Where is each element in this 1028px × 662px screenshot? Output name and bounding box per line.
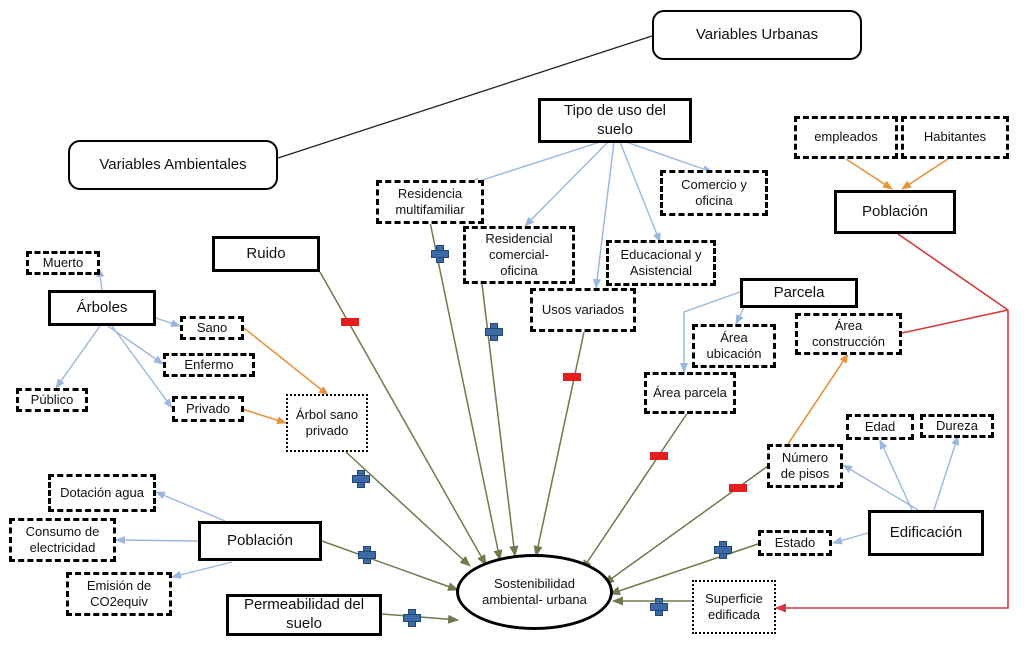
node-privado: Privado [172,396,244,422]
node-consumo-electricidad: Consumo de electricidad [9,518,116,562]
node-sostenibilidad-ambiental-urbana: Sostenibilidad ambiental- urbana [456,554,613,630]
node-edad: Edad [846,414,914,440]
link-tipo-usos [593,141,615,289]
link-tipo-comercio [625,141,713,173]
plus-sign-poblacion [358,546,376,564]
node-area-ubicacion: Área ubicación [692,324,776,368]
link-tipo-educacional [619,141,661,243]
link-estado-sost [609,543,759,596]
plus-sign-permeabilidad [403,609,421,627]
node-edificacion: Edificación [868,510,984,556]
link-parcela-area-parcela [680,291,741,373]
link-edificacion-estado [832,532,869,545]
node-poblacion-left: Población [198,521,322,561]
link-poblacion-dotacion [155,491,226,522]
node-superficie-edificada: Superficie edificada [692,580,776,634]
node-variables-ambientales: Variables Ambientales [68,140,278,190]
node-area-construccion: Área construcción [795,313,902,355]
link-arbol-sost [345,451,471,567]
node-sano: Sano [180,316,244,340]
node-tipo-uso-suelo: Tipo de uso del suelo [538,98,692,143]
node-usos-variados: Usos variados [530,288,636,332]
variables-link [271,35,653,161]
minus-sign-area-parcela [650,452,668,460]
plus-sign-residencial [485,323,503,341]
node-dureza: Dureza [920,414,994,438]
plus-sign-residencia [431,245,449,263]
link-habitantes-poblacion [901,158,949,190]
node-emision-co2: Emisión de CO2equiv [66,572,172,616]
link-tipo-residencial [524,141,609,227]
link-area-parcela-sost [581,411,689,571]
plus-sign-estado [714,541,732,559]
node-arboles: Árboles [48,290,156,326]
minus-sign-ruido [341,318,359,326]
link-parcela-area-ubicacion [735,304,746,325]
node-estado: Estado [758,530,832,556]
node-residencia-multifamiliar: Residencia multifamiliar [376,180,484,224]
plus-sign-arbol [352,470,370,488]
node-publico: Público [16,388,88,412]
node-numero-pisos: Número de pisos [767,444,843,488]
link-arboles-sano [155,317,181,327]
node-dotacion-agua: Dotación agua [48,474,156,512]
link-sano-arbol [243,327,329,396]
link-privado-arbol [241,408,287,425]
node-residencial-comercial-oficina: Residencial comercial- oficina [463,226,575,284]
link-arboles-privado [111,325,173,409]
link-empleados-poblacion [845,158,893,190]
link-edificacion-dureza [933,435,960,511]
link-arboles-publico [55,325,101,389]
node-ruido: Ruido [212,236,320,272]
node-variables-urbanas: Variables Urbanas [652,10,862,60]
link-residencia-sost [429,221,503,561]
node-empleados: empleados [794,116,898,159]
plus-sign-superficie [650,598,668,616]
node-poblacion-top: Población [834,190,956,234]
node-muerto: Muerto [26,251,100,275]
node-educacional-asistencial: Educacional y Asistencial [606,240,716,286]
node-parcela: Parcela [740,278,858,308]
node-comercio-oficina: Comercio y oficina [660,170,768,216]
link-usos-sost [533,331,585,557]
node-arbol-sano-privado: Árbol sano privado [286,394,368,452]
node-habitantes: Habitantes [901,116,1009,159]
minus-sign-usos [563,373,581,381]
node-area-parcela: Área parcela [644,372,736,414]
node-permeabilidad-suelo: Permeabilidad del suelo [226,594,382,636]
link-construccion-red [901,309,1009,334]
node-enfermo: Enfermo [163,353,255,377]
link-pisos-construccion [787,353,849,445]
link-edificacion-pisos [842,464,919,511]
link-poblacion-superficie [775,233,1009,613]
link-tipo-residencia [469,141,601,186]
link-edificacion-edad [879,439,913,511]
minus-sign-pisos [729,484,747,492]
link-poblacion-consumo [115,536,199,545]
link-poblacion-emision [171,561,233,579]
link-poblacion-sost [321,540,459,591]
